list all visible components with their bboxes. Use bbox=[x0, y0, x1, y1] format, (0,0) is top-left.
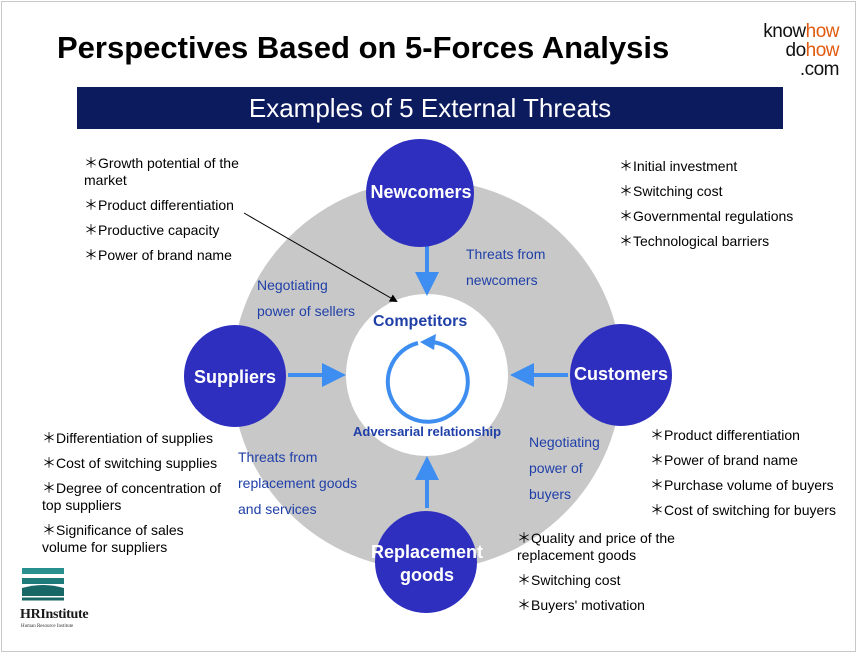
list-item: ＊Growth potential of the market bbox=[84, 155, 239, 188]
negotiating-buyers-label: Negotiating power of buyers bbox=[529, 434, 600, 502]
page-title: Perspectives Based on 5-Forces Analysis bbox=[57, 30, 670, 65]
list-item: ＊Cost of switching supplies bbox=[42, 455, 218, 471]
hrinstitute-logo-icon bbox=[22, 568, 64, 601]
list-item: ＊Product differentiation bbox=[650, 427, 800, 443]
list-item: ＊Technological barriers bbox=[619, 233, 770, 249]
list-item: ＊Initial investment bbox=[619, 158, 738, 174]
list-item: ＊Power of brand name bbox=[650, 452, 798, 468]
list-item: ＊Purchase volume of buyers bbox=[650, 477, 834, 493]
list-item: ＊Switching cost bbox=[517, 572, 621, 588]
replacement-node bbox=[375, 511, 477, 613]
threats-replacement-label: Threats from replacement goods and servi… bbox=[238, 449, 358, 517]
hrinstitute-subtitle: Human Resource Institute bbox=[21, 624, 74, 629]
replacement-label: Replacement goods bbox=[370, 542, 484, 585]
list-item: ＊Differentiation of supplies bbox=[42, 430, 213, 446]
suppliers-node bbox=[184, 325, 286, 427]
list-item: ＊Productive capacity bbox=[84, 222, 220, 238]
customers-node bbox=[570, 324, 672, 426]
list-item: ＊Buyers' motivation bbox=[517, 597, 645, 613]
list-item: ＊Significance of sales volume for suppli… bbox=[42, 522, 184, 555]
list-item: ＊Cost of switching for buyers bbox=[650, 502, 836, 518]
list-suppliers: ＊Differentiation of supplies ＊Cost of sw… bbox=[42, 430, 232, 564]
newcomers-label: Newcomers bbox=[370, 182, 472, 202]
threats-newcomers-label: Threats from newcomers bbox=[466, 246, 546, 288]
list-item: ＊Degree of concentration of top supplier… bbox=[42, 480, 221, 513]
knowhowdohow-logo: knowhow dohow .com bbox=[763, 21, 839, 80]
adversarial-relationship-label: Adversarial relationship bbox=[353, 424, 502, 439]
section-banner: Examples of 5 External Threats bbox=[77, 87, 783, 129]
list-item: ＊Product differentiation bbox=[84, 197, 234, 213]
list-newcomers-barriers: ＊Initial investment ＊Switching cost ＊Gov… bbox=[619, 158, 829, 258]
list-customers: ＊Product differentiation ＊Power of brand… bbox=[650, 427, 855, 527]
list-item: ＊Power of brand name bbox=[84, 247, 232, 263]
list-newcomers-competitors: ＊Growth potential of the market ＊Product… bbox=[84, 155, 259, 272]
list-replacement-goods: ＊Quality and price of the replacement go… bbox=[517, 530, 692, 622]
cycle-arrowhead bbox=[420, 334, 436, 350]
newcomers-node bbox=[366, 139, 474, 247]
competitors-label: Competitors bbox=[373, 313, 468, 330]
customers-label: Customers bbox=[573, 364, 669, 384]
competitors-circle bbox=[346, 294, 508, 456]
hrinstitute-name: HRInstitute bbox=[20, 607, 89, 622]
list-item: ＊Governmental regulations bbox=[619, 208, 794, 224]
suppliers-label: Suppliers bbox=[193, 367, 277, 387]
pointer-line bbox=[243, 212, 398, 303]
cycle-arrow-icon bbox=[385, 340, 470, 424]
negotiating-sellers-label: Negotiating power of sellers bbox=[257, 277, 356, 319]
list-item: ＊Quality and price of the replacement go… bbox=[517, 530, 675, 563]
list-item: ＊Switching cost bbox=[619, 183, 723, 199]
